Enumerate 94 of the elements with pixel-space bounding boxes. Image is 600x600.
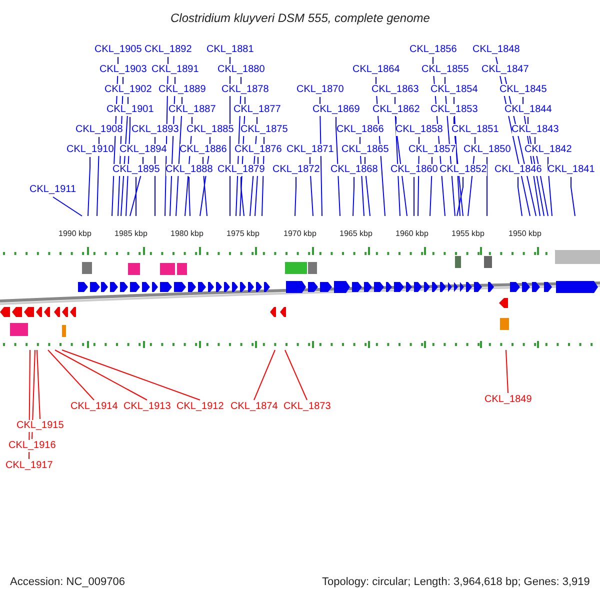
gene-label: CKL_1873 xyxy=(284,401,331,413)
gene-label: CKL_1916 xyxy=(8,440,56,452)
leader-line xyxy=(518,176,522,216)
leader-line xyxy=(36,350,40,420)
gene-label: CKL_1901 xyxy=(106,104,154,116)
gene-label: CKL_1888 xyxy=(166,164,213,176)
leader-line xyxy=(88,156,90,216)
gene-label: CKL_1910 xyxy=(66,144,114,156)
leader-line xyxy=(396,116,408,216)
gene-label: CKL_1846 xyxy=(494,164,542,176)
gene-label: CKL_1889 xyxy=(158,84,206,96)
gene-label: CKL_1894 xyxy=(120,144,167,156)
leader-line xyxy=(32,350,36,440)
gene-label: CKL_1864 xyxy=(352,64,400,76)
gene-label: CKL_1892 xyxy=(144,44,192,56)
gene-label: CKL_1851 xyxy=(452,124,499,136)
gene-label: CKL_1842 xyxy=(524,144,572,156)
gene-label: CKL_1843 xyxy=(512,124,559,136)
leader-line xyxy=(456,176,464,216)
gene-label: CKL_1862 xyxy=(372,104,420,116)
gene-label: CKL_1860 xyxy=(390,164,438,176)
gene-label: CKL_1865 xyxy=(342,144,389,156)
leader-line xyxy=(506,350,508,394)
gene-label: CKL_1848 xyxy=(472,44,520,56)
gene-label: CKL_1915 xyxy=(16,420,64,432)
scale-label: 1960 kbp xyxy=(396,229,428,238)
gene-label: CKL_1863 xyxy=(372,84,419,96)
leader-line xyxy=(294,176,296,216)
gene-label: CKL_1857 xyxy=(408,144,456,156)
gene-label: CKL_1856 xyxy=(410,44,457,56)
gene-label: CKL_1902 xyxy=(104,84,152,96)
gene-label: CKL_1877 xyxy=(234,104,281,116)
genome-summary-label: Topology: circular; Length: 3,964,618 bp; Genes: 3,919 xyxy=(322,576,590,588)
gene-label: CKL_1844 xyxy=(504,104,552,116)
scale-label: 1970 kbp xyxy=(284,229,316,238)
gene-label: CKL_1853 xyxy=(430,104,478,116)
gene-label: CKL_1913 xyxy=(124,401,171,413)
gene-label: CKL_1870 xyxy=(296,84,344,96)
gene-label: CKL_1887 xyxy=(168,104,216,116)
gene-label: CKL_1868 xyxy=(330,164,378,176)
leader-line xyxy=(486,156,488,216)
gene-label: CKL_1845 xyxy=(500,84,547,96)
scale-label: 1985 kbp xyxy=(114,229,148,238)
leader-line xyxy=(240,176,244,216)
scale-label: 1965 kbp xyxy=(340,229,372,238)
leader-line xyxy=(548,156,552,216)
leader-line xyxy=(284,350,308,400)
leader-line xyxy=(254,350,276,400)
gene-label: CKL_1847 xyxy=(482,64,529,76)
gene-label: CKL_1852 xyxy=(440,164,487,176)
gene-label: CKL_1912 xyxy=(176,401,224,413)
gene-label: CKL_1911 xyxy=(30,184,76,196)
gene-label: CKL_1872 xyxy=(272,164,320,176)
scale-label: 1990 kbp xyxy=(58,229,92,238)
gene-label: CKL_1874 xyxy=(230,401,278,413)
leader-line xyxy=(188,176,190,216)
gene-label: CKL_1914 xyxy=(70,401,118,413)
gene-label: CKL_1871 xyxy=(286,144,334,156)
leader-line xyxy=(48,350,94,400)
leader-line xyxy=(54,350,148,400)
gene-label: CKL_1917 xyxy=(6,460,53,472)
gene-label: CKL_1879 xyxy=(218,164,265,176)
gene-label: CKL_1895 xyxy=(112,164,160,176)
scale-label: 1980 kbp xyxy=(170,229,204,238)
gene-label: CKL_1858 xyxy=(396,124,443,136)
gene-label: CKL_1891 xyxy=(152,64,199,76)
title: Clostridium kluyveri DSM 555, complete genome xyxy=(170,12,430,24)
gene-label: CKL_1881 xyxy=(206,44,254,56)
scale-label: 1950 kbp xyxy=(508,229,542,238)
gene-label: CKL_1876 xyxy=(234,144,282,156)
gene-label: CKL_1886 xyxy=(180,144,227,156)
gene-label: CKL_1849 xyxy=(484,394,532,406)
gene-label: CKL_1875 xyxy=(240,124,288,136)
gene-label: CKL_1905 xyxy=(94,44,142,56)
leader-line xyxy=(62,350,200,400)
gene-label: CKL_1908 xyxy=(76,124,123,136)
gene-label: CKL_1893 xyxy=(132,124,179,136)
leader-line xyxy=(570,176,576,216)
accession-label: Accession: NC_009706 xyxy=(10,576,125,588)
gene-label: CKL_1878 xyxy=(222,84,269,96)
gene-label: CKL_1841 xyxy=(548,164,595,176)
scale-label: 1975 kbp xyxy=(226,229,260,238)
gene-label: CKL_1866 xyxy=(336,124,384,136)
gene-label: CKL_1855 xyxy=(422,64,469,76)
leader-line xyxy=(352,176,354,216)
gene-label: CKL_1850 xyxy=(464,144,511,156)
scale-label: 1955 kbp xyxy=(452,229,484,238)
gene-label: CKL_1880 xyxy=(218,64,265,76)
leader-line xyxy=(52,196,82,216)
gene-label: CKL_1885 xyxy=(186,124,234,136)
gene-label: CKL_1903 xyxy=(100,64,147,76)
gene-label: CKL_1854 xyxy=(430,84,478,96)
leader-line xyxy=(336,116,340,216)
gene-label: CKL_1869 xyxy=(312,104,360,116)
